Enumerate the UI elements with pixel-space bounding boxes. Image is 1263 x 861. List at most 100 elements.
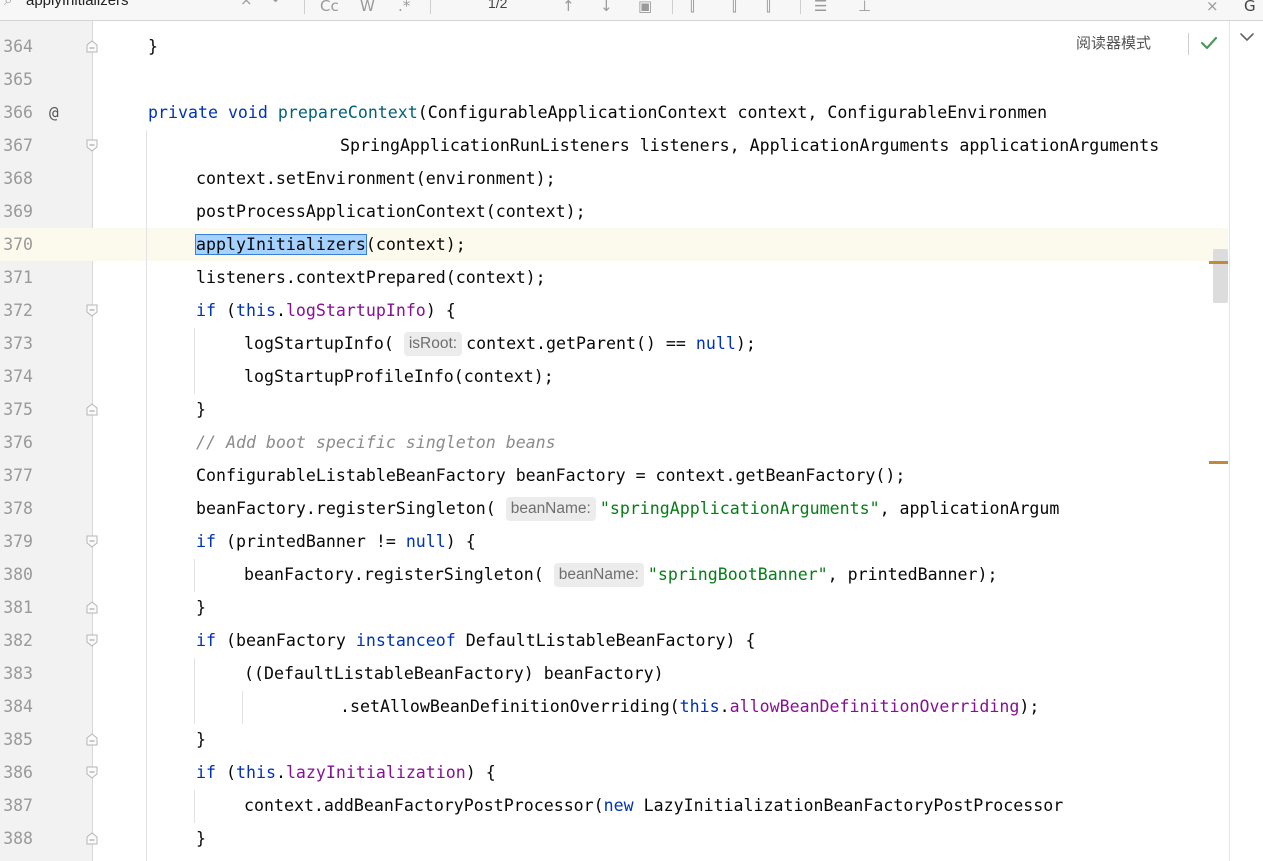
line-number[interactable]: 374 (3, 367, 33, 386)
code-line[interactable]: 384 .setAllowBeanDefinitionOverriding(thi… (0, 690, 1228, 723)
line-number[interactable]: 372 (3, 301, 33, 320)
warning-stripe-mark[interactable] (1209, 261, 1228, 264)
code-line[interactable]: 381} (0, 591, 1228, 624)
code-line[interactable]: 376 // Add boot specific singleton beans (0, 426, 1228, 459)
next-occurrence-icon[interactable]: ↓ (600, 0, 613, 15)
search-field[interactable]: ⌕ applyInitializers × ↶ (0, 0, 300, 18)
line-number[interactable]: 388 (3, 829, 33, 848)
line-number[interactable]: 379 (3, 532, 33, 551)
editor-gutter[interactable] (0, 21, 93, 861)
code-text[interactable]: if (this.logStartupInfo) { (196, 301, 456, 320)
code-line[interactable]: 387 context.addBeanFactoryPostProcessor(n… (0, 789, 1228, 822)
add-occurrence-icon[interactable]: ⫿ (690, 0, 695, 15)
code-text[interactable]: logStartupInfo( isRoot:context.getParent… (244, 327, 756, 360)
fold-marker-icon[interactable] (86, 733, 98, 746)
code-text[interactable]: ConfigurableListableBeanFactory beanFact… (196, 466, 906, 485)
line-number[interactable]: 364 (3, 37, 33, 56)
code-text[interactable]: logStartupProfileInfo(context); (244, 367, 554, 386)
code-text[interactable]: } (148, 37, 158, 56)
filter-icon[interactable]: ☰ (814, 0, 828, 15)
code-line[interactable]: 364} (0, 30, 1228, 63)
line-number[interactable]: 377 (3, 466, 33, 485)
code-line[interactable]: 366@private void prepareContext(Configur… (0, 96, 1228, 129)
remove-occurrence-icon[interactable]: ⫿ (732, 0, 737, 15)
close-find-icon[interactable]: × (1206, 0, 1219, 15)
line-number[interactable]: 384 (3, 697, 33, 716)
line-number[interactable]: 381 (3, 598, 33, 617)
line-number[interactable]: 383 (3, 664, 33, 683)
line-number[interactable]: 376 (3, 433, 33, 452)
code-line[interactable]: 382 if (beanFactory instanceof DefaultLis… (0, 624, 1228, 657)
fold-marker-icon[interactable] (86, 40, 98, 53)
code-line[interactable]: 386 if (this.lazyInitialization) { (0, 756, 1228, 789)
line-number[interactable]: 385 (3, 730, 33, 749)
pin-icon[interactable]: ⊥ (858, 0, 872, 15)
code-text[interactable]: context.setEnvironment(environment); (196, 169, 556, 188)
code-text[interactable]: SpringApplicationRunListeners listeners,… (340, 136, 1160, 155)
scrollbar-thumb[interactable] (1213, 249, 1228, 303)
code-line[interactable]: 372 if (this.logStartupInfo) { (0, 294, 1228, 327)
code-line[interactable]: 368 context.setEnvironment(environment); (0, 162, 1228, 195)
line-number[interactable]: 370 (3, 235, 33, 254)
code-text[interactable]: applyInitializers(context); (195, 234, 466, 255)
select-all-occurrences-icon[interactable]: ▣ (638, 0, 653, 15)
whole-words-toggle[interactable]: W (360, 0, 375, 15)
select-all-matches-icon[interactable]: ⫿ (766, 0, 771, 15)
code-line[interactable]: 378 beanFactory.registerSingleton( beanNa… (0, 492, 1228, 525)
code-line[interactable]: 370 applyInitializers(context); (0, 228, 1228, 261)
code-text[interactable]: // Add boot specific singleton beans (196, 433, 556, 452)
code-text[interactable]: } (196, 598, 206, 617)
line-number[interactable]: 380 (3, 565, 33, 584)
code-text[interactable]: } (196, 730, 206, 749)
code-text[interactable]: beanFactory.registerSingleton( beanName:… (244, 558, 998, 591)
code-line[interactable]: 377 ConfigurableListableBeanFactory beanF… (0, 459, 1228, 492)
line-number[interactable]: 368 (3, 169, 33, 188)
fold-marker-icon[interactable] (86, 139, 98, 152)
fold-marker-icon[interactable] (86, 403, 98, 416)
code-text[interactable]: if (beanFactory instanceof DefaultListab… (196, 631, 756, 650)
fold-marker-icon[interactable] (86, 634, 98, 647)
line-number[interactable]: 378 (3, 499, 33, 518)
code-line[interactable]: 388} (0, 822, 1228, 855)
line-number[interactable]: 373 (3, 334, 33, 353)
code-text[interactable]: if (this.lazyInitialization) { (196, 763, 496, 782)
code-line[interactable]: 383 ((DefaultListableBeanFactory) beanFac… (0, 657, 1228, 690)
reader-mode-toggle[interactable]: 阅读器模式 (1076, 34, 1152, 52)
previous-occurrence-icon[interactable]: ↑ (562, 0, 575, 15)
line-number[interactable]: 367 (3, 136, 33, 155)
history-icon[interactable]: ↶ (272, 0, 285, 9)
code-line[interactable]: 373 logStartupInfo( isRoot:context.getPar… (0, 327, 1228, 360)
warning-stripe-mark[interactable] (1209, 461, 1228, 464)
match-case-toggle[interactable]: Cc (320, 0, 339, 15)
code-line[interactable]: 375} (0, 393, 1228, 426)
code-text[interactable]: listeners.contextPrepared(context); (196, 268, 546, 287)
line-number[interactable]: 382 (3, 631, 33, 650)
code-line[interactable]: 380 beanFactory.registerSingleton( beanNa… (0, 558, 1228, 591)
code-text[interactable]: } (196, 400, 206, 419)
code-line[interactable]: 365 (0, 63, 1228, 96)
fold-marker-icon[interactable] (86, 766, 98, 779)
right-panel-icon[interactable]: G (1244, 0, 1256, 15)
code-text[interactable]: context.addBeanFactoryPostProcessor(new … (244, 796, 1064, 815)
line-number[interactable]: 386 (3, 763, 33, 782)
code-text[interactable]: beanFactory.registerSingleton( beanName:… (196, 492, 1059, 525)
code-line[interactable]: 367 SpringApplicationRunListeners listene… (0, 129, 1228, 162)
fold-marker-icon[interactable] (86, 304, 98, 317)
code-text[interactable]: } (196, 829, 206, 848)
code-line[interactable]: 371 listeners.contextPrepared(context); (0, 261, 1228, 294)
code-text[interactable]: .setAllowBeanDefinitionOverriding(this.a… (340, 697, 1040, 716)
code-text[interactable]: private void prepareContext(Configurable… (148, 103, 1048, 122)
line-number[interactable]: 387 (3, 796, 33, 815)
override-marker-icon[interactable]: @ (49, 103, 59, 122)
line-number[interactable]: 371 (3, 268, 33, 287)
code-text[interactable]: ((DefaultListableBeanFactory) beanFactor… (244, 664, 664, 683)
fold-marker-icon[interactable] (86, 832, 98, 845)
code-text[interactable]: if (printedBanner != null) { (196, 532, 476, 551)
line-number[interactable]: 365 (3, 70, 33, 89)
fold-marker-icon[interactable] (86, 601, 98, 614)
search-input[interactable]: applyInitializers (26, 0, 129, 9)
line-number[interactable]: 375 (3, 400, 33, 419)
code-text[interactable]: postProcessApplicationContext(context); (196, 202, 586, 221)
clear-search-icon[interactable]: × (240, 0, 253, 9)
check-icon[interactable] (1199, 33, 1219, 53)
